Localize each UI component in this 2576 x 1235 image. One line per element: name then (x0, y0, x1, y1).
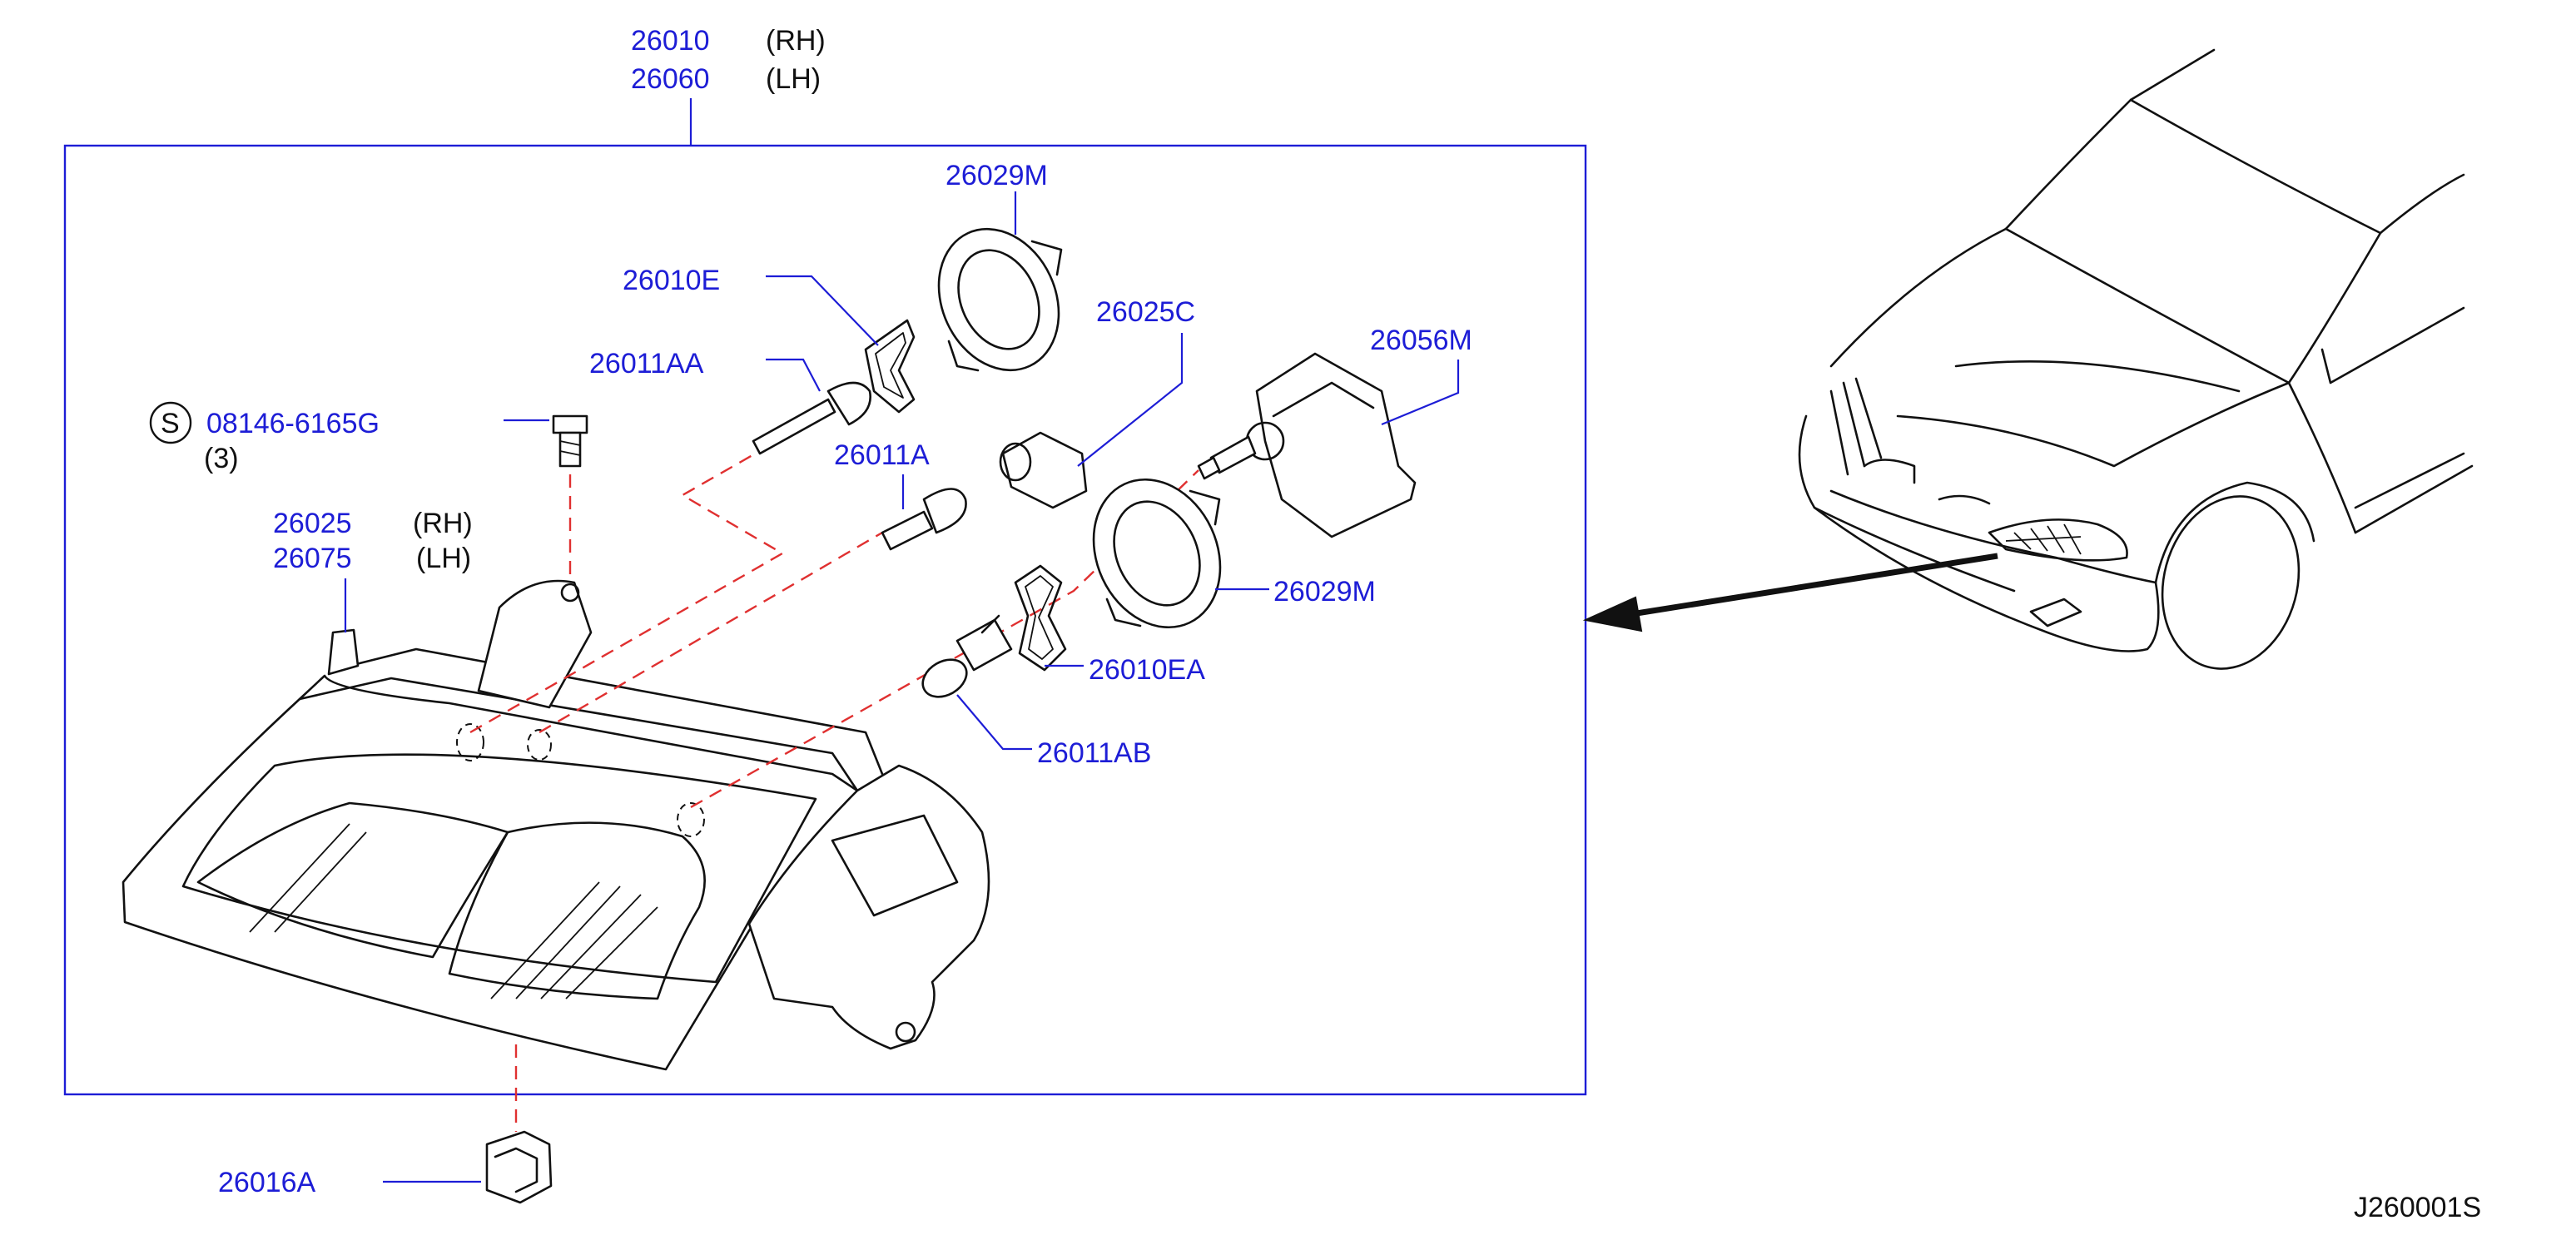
bulb-h1-part[interactable]: 26011AA (589, 348, 704, 379)
housing-part-rh[interactable]: 26025 (273, 508, 352, 539)
gasket-lower-drawing (1014, 564, 1067, 672)
bulb-small-drawing (881, 488, 967, 551)
assembly-part-lh[interactable]: 26060 (631, 63, 710, 95)
gasket-lower-part[interactable]: 26010EA (1089, 654, 1205, 686)
location-arrow-head (1582, 596, 1643, 632)
bulb-h1-leader (766, 358, 821, 392)
vehicle-location-drawing (1798, 48, 2474, 670)
connector-part[interactable]: 26025C (1096, 296, 1195, 328)
bulb-h4-leader (956, 694, 1032, 751)
gasket-upper-leader (766, 275, 879, 346)
gasket-upper-drawing (864, 319, 916, 414)
clip-drawing (485, 1130, 553, 1204)
connector-leader (1077, 333, 1184, 467)
bolt-s-symbol: S (161, 408, 180, 439)
assembly-part-rh[interactable]: 26010 (631, 25, 710, 57)
bulb-h4-drawing (921, 614, 1013, 698)
assembly-path-lines (469, 444, 1199, 1132)
bulb-small-part[interactable]: 26011A (834, 439, 930, 471)
diagram-code: J260001S (2354, 1192, 2481, 1223)
gasket-upper-part[interactable]: 26010E (623, 265, 720, 296)
leveling-actuator-drawing (1197, 352, 1417, 538)
leveling-actuator-leader (1381, 360, 1460, 426)
socket-ring-top-part[interactable]: 26029M (946, 160, 1048, 191)
location-arrow-shaft (1630, 553, 1998, 618)
clip-part[interactable]: 26016A (218, 1167, 316, 1198)
housing-side-lh: (LH) (416, 543, 471, 574)
assembly-side-rh: (RH) (766, 25, 826, 57)
socket-ring-top-drawing (937, 227, 1063, 372)
bulb-h4-part[interactable]: 26011AB (1037, 737, 1151, 769)
headlamp-housing-drawing (122, 579, 990, 1071)
bolt-drawing (552, 414, 588, 468)
socket-ring-mid-part[interactable]: 26029M (1273, 576, 1376, 608)
bolt-quantity: (3) (204, 443, 239, 474)
bolt-part-number[interactable]: 08146-6165G (206, 408, 380, 439)
socket-ring-mid-drawing (1092, 478, 1222, 629)
housing-side-rh: (RH) (413, 508, 473, 539)
bulb-h1-drawing (752, 381, 872, 455)
bolt-s-symbol-circle (149, 401, 192, 444)
leveling-actuator-part[interactable]: 26056M (1370, 325, 1472, 356)
housing-part-lh[interactable]: 26075 (273, 543, 352, 574)
connector-drawing (999, 431, 1088, 509)
assembly-side-lh: (LH) (766, 63, 821, 95)
